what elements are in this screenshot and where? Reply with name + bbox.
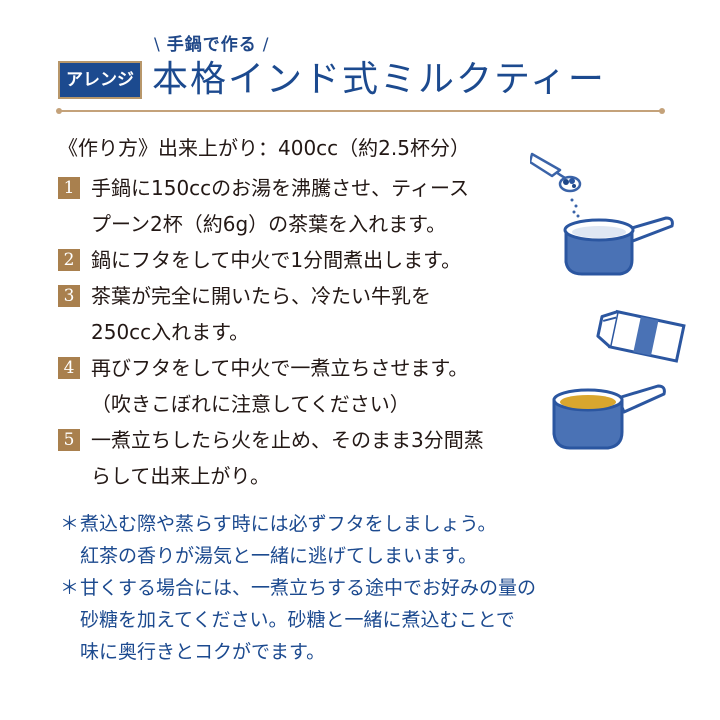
asterisk-icon: ＊ [60, 513, 80, 535]
note-text: 甘くする場合には、一煮立ちする途中でお好みの量の 砂糖を加えてください。砂糖と一… [80, 572, 536, 668]
step-text: 鍋にフタをして中火で1分間煮出します。 [91, 242, 528, 278]
note-line: 紅茶の香りが湯気と一緒に逃げてしまいます。 [80, 545, 478, 567]
step-text: 茶葉が完全に開いたら、冷たい牛乳を 250cc入れます。 [91, 278, 528, 350]
milk-carton-icon [596, 309, 686, 363]
title-row: アレンジ 本格インド式ミルクティー [58, 58, 606, 102]
arrange-badge: アレンジ [58, 61, 142, 99]
step-text: 再びフタをして中火で一煮立ちさせます。 （吹きこぼれに注意してください） [91, 350, 528, 422]
step-line: 再びフタをして中火で一煮立ちさせます。 [91, 356, 469, 380]
step-number-badge: 2 [58, 249, 80, 271]
step-number-badge: 3 [58, 285, 80, 307]
step-number-badge: 4 [58, 357, 80, 379]
steps-list: 1 手鍋に150ccのお湯を沸騰させ、ティース プーン2杯（約6g）の茶葉を入れ… [58, 170, 528, 494]
step-line: 250cc入れます。 [91, 320, 250, 344]
note-text: 煮込む際や蒸らす時には必ずフタをしましょう。 紅茶の香りが湯気と一緒に逃げてしま… [80, 508, 496, 572]
step-line: プーン2杯（約6g）の茶葉を入れます。 [91, 212, 447, 236]
note-line: 砂糖を加えてください。砂糖と一緒に煮込むことで [80, 609, 515, 631]
saucepan-with-spoon-icon [530, 152, 674, 276]
asterisk-icon: ＊ [60, 577, 80, 599]
header-divider [56, 108, 665, 114]
note-line: 煮込む際や蒸らす時には必ずフタをしましょう。 [80, 513, 497, 535]
step-line: らして出来上がり。 [91, 464, 270, 488]
step-number-badge: 5 [58, 429, 80, 451]
step-4: 4 再びフタをして中火で一煮立ちさせます。 （吹きこぼれに注意してください） [58, 350, 528, 422]
step-text: 手鍋に150ccのお湯を沸騰させ、ティース プーン2杯（約6g）の茶葉を入れます… [91, 170, 528, 242]
step-line: （吹きこぼれに注意してください） [91, 392, 410, 416]
step-1: 1 手鍋に150ccのお湯を沸騰させ、ティース プーン2杯（約6g）の茶葉を入れ… [58, 170, 528, 242]
note-1: ＊ 煮込む際や蒸らす時には必ずフタをしましょう。 紅茶の香りが湯気と一緒に逃げて… [60, 508, 536, 572]
note-2: ＊ 甘くする場合には、一煮立ちする途中でお好みの量の 砂糖を加えてください。砂糖… [60, 572, 536, 668]
subtitle-deco-right: / [262, 35, 270, 55]
notes: ＊ 煮込む際や蒸らす時には必ずフタをしましょう。 紅茶の香りが湯気と一緒に逃げて… [60, 508, 536, 668]
step-number-badge: 1 [58, 177, 80, 199]
step-5: 5 一煮立ちしたら火を止め、そのまま3分間蒸 らして出来上がり。 [58, 422, 528, 494]
step-line: 茶葉が完全に開いたら、冷たい牛乳を [91, 284, 431, 308]
recipe-header: 《作り方》出来上がり：400cc（約2.5杯分） [58, 136, 470, 160]
note-line: 甘くする場合には、一煮立ちする途中でお好みの量の [80, 577, 537, 599]
step-line: 一煮立ちしたら火を止め、そのまま3分間蒸 [91, 428, 484, 452]
step-3: 3 茶葉が完全に開いたら、冷たい牛乳を 250cc入れます。 [58, 278, 528, 350]
page-title: 本格インド式ミルクティー [152, 59, 606, 100]
subtitle: \手鍋で作る/ [148, 30, 275, 55]
step-text: 一煮立ちしたら火を止め、そのまま3分間蒸 らして出来上がり。 [91, 422, 528, 494]
subtitle-text: 手鍋で作る [166, 35, 257, 55]
step-2: 2 鍋にフタをして中火で1分間煮出します。 [58, 242, 528, 278]
step-line: 鍋にフタをして中火で1分間煮出します。 [91, 248, 462, 272]
saucepan-with-tea-icon [552, 384, 666, 450]
subtitle-deco-left: \ [154, 35, 161, 55]
step-line: 手鍋に150ccのお湯を沸騰させ、ティース [91, 176, 469, 200]
note-line: 味に奥行きとコクがでます。 [80, 641, 326, 663]
